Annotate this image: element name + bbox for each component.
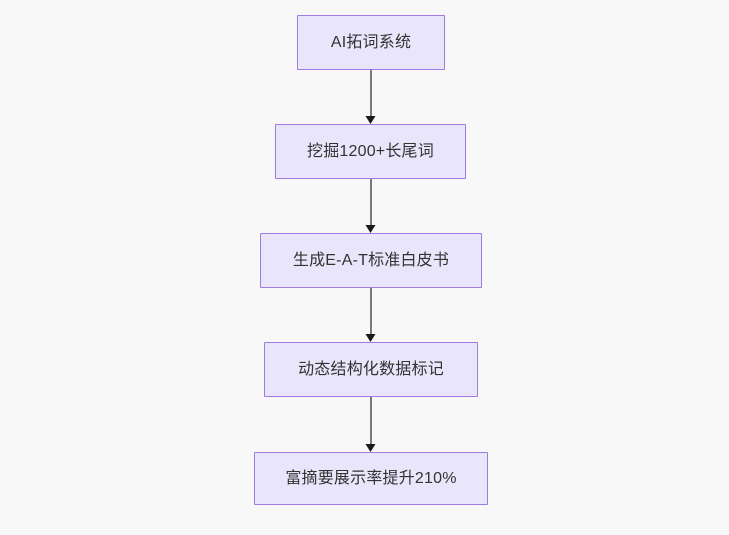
arrow-head-icon	[365, 443, 376, 452]
flow-node-ai-keyword-system[interactable]: AI拓词系统	[297, 15, 445, 70]
flow-node-label: 动态结构化数据标记	[298, 360, 444, 378]
edge-line	[370, 397, 372, 444]
arrow-head-icon	[365, 224, 376, 233]
flow-node-label: 生成E-A-T标准白皮书	[292, 251, 450, 269]
flow-node-label: 富摘要展示率提升210%	[285, 469, 457, 487]
flow-node-dynamic-structured-data[interactable]: 动态结构化数据标记	[264, 342, 478, 397]
arrow-head-icon	[365, 333, 376, 342]
flow-node-rich-snippet-uplift[interactable]: 富摘要展示率提升210%	[254, 452, 488, 505]
edge-line	[370, 70, 372, 116]
flow-node-label: 挖掘1200+长尾词	[307, 142, 434, 160]
edge-line	[370, 288, 372, 334]
arrow-head-icon	[365, 115, 376, 124]
flow-node-generate-eat-whitepaper[interactable]: 生成E-A-T标准白皮书	[260, 233, 482, 288]
flow-node-label: AI拓词系统	[330, 33, 412, 51]
edge-line	[370, 179, 372, 225]
flow-node-mine-longtail-keywords[interactable]: 挖掘1200+长尾词	[275, 124, 466, 179]
